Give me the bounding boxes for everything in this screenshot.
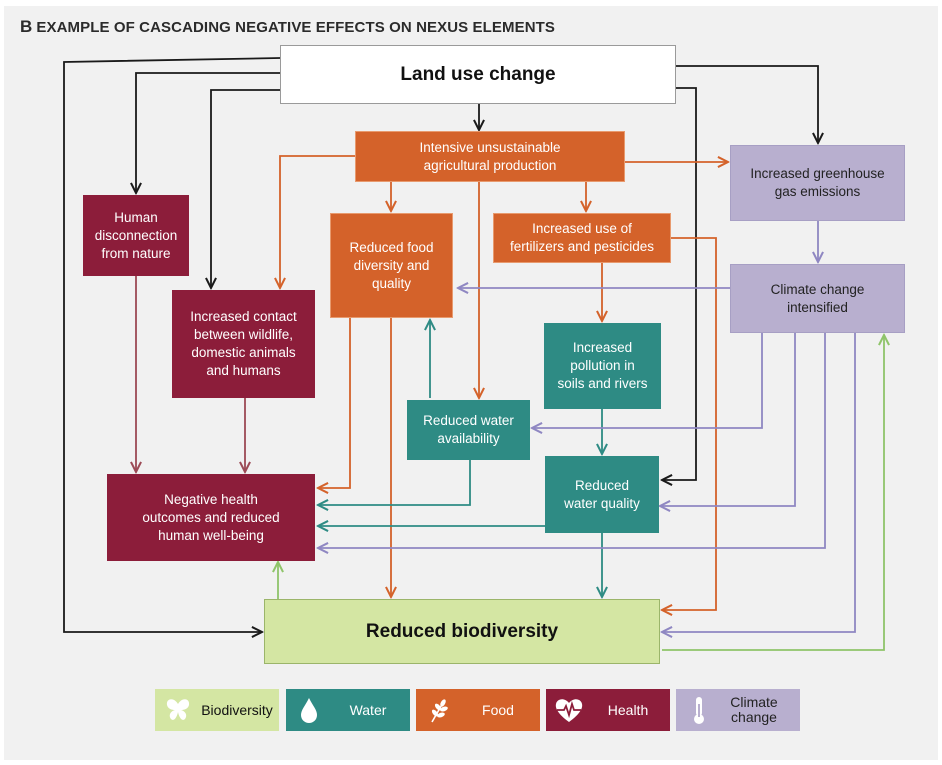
legend-item-food: Food xyxy=(416,689,540,731)
contact-line-4: and humans xyxy=(206,363,281,378)
node-increased-pollution: Increased pollution in soils and rivers xyxy=(544,323,661,409)
node-land-use-change: Land use change xyxy=(280,45,676,104)
reduced-food-line-3: quality xyxy=(371,275,411,291)
node-reduced-water-quality: Reduced water quality xyxy=(545,456,659,533)
intensive-ag-line-1: Intensive unsustainable xyxy=(419,139,561,155)
thermometer-icon xyxy=(682,693,716,727)
arrow-food-to-health xyxy=(318,318,351,488)
arrow-climate-to-water-availability xyxy=(532,333,763,428)
pollution-line-2: pollution in xyxy=(570,358,635,373)
human-disconnection-line-2: disconnection xyxy=(94,227,178,243)
climate-change-line-2: intensified xyxy=(787,299,848,315)
arrow-land-to-contact xyxy=(211,89,280,288)
contact-line-3: domestic animals xyxy=(191,345,296,360)
butterfly-icon xyxy=(161,693,195,727)
node-reduced-biodiversity-label: Reduced biodiversity xyxy=(365,620,559,642)
water-availability-line-1: Reduced water xyxy=(423,413,514,428)
arrow-climate-to-biodiversity xyxy=(662,333,856,632)
legend-item-water: Water xyxy=(286,689,410,731)
legend-item-climate-change: Climate change xyxy=(676,689,800,731)
node-land-use-change-label: Land use change xyxy=(400,63,556,85)
arrow-land-to-water-quality xyxy=(662,87,697,480)
legend-item-biodiversity: Biodiversity xyxy=(155,689,279,731)
greenhouse-line-1: Increased greenhouse xyxy=(750,166,885,181)
legend-label-climate-change-text: Climate change xyxy=(730,694,778,725)
legend-label-health: Health xyxy=(607,701,649,718)
node-climate-change-intensified: Climate change intensified xyxy=(730,264,905,333)
arrow-biodiversity-to-climate xyxy=(662,335,884,651)
arrow-land-to-biodiversity xyxy=(63,57,281,632)
node-human-disconnection: Human disconnection from nature xyxy=(83,195,189,276)
arrow-climate-to-health xyxy=(318,333,826,548)
contact-line-1: Increased contact xyxy=(190,309,297,324)
negative-health-line-2: outcomes and reduced xyxy=(142,509,280,525)
water-quality-line-2: water quality xyxy=(564,495,640,511)
legend-label-water: Water xyxy=(349,701,387,718)
node-greenhouse-emissions: Increased greenhouse gas emissions xyxy=(730,145,905,221)
climate-change-line-1: Climate change xyxy=(770,281,865,297)
node-reduced-water-availability: Reduced water availability xyxy=(407,400,530,460)
panel-letter: B xyxy=(20,17,33,36)
legend-label-food: Food xyxy=(482,701,514,718)
fertilizers-line-1: Increased use of xyxy=(532,221,632,236)
water-drop-icon xyxy=(292,693,326,727)
negative-health-line-1: Negative health xyxy=(164,491,258,507)
pollution-line-3: soils and rivers xyxy=(557,376,648,391)
water-quality-line-1: Reduced xyxy=(574,477,630,493)
wheat-icon xyxy=(422,693,456,727)
arrow-ag-to-contact xyxy=(280,155,356,288)
greenhouse-line-2: gas emissions xyxy=(774,184,861,199)
arrow-fertilizers-to-biodiversity xyxy=(662,237,717,610)
contact-line-2: between wildlife, xyxy=(193,327,294,342)
legend-label-climate-change: Climate change xyxy=(716,695,800,725)
node-increased-contact: Increased contact between wildlife, domest… xyxy=(172,290,315,398)
human-disconnection-line-3: from nature xyxy=(101,245,171,261)
intensive-ag-line-2: agricultural production xyxy=(423,157,557,173)
human-disconnection-line-1: Human xyxy=(114,209,158,225)
arrow-land-to-greenhouse xyxy=(676,65,818,143)
figure-title-text: EXAMPLE OF CASCADING NEGATIVE EFFECTS ON… xyxy=(36,19,555,36)
node-reduced-biodiversity: Reduced biodiversity xyxy=(264,599,660,664)
arrow-climate-to-water-quality xyxy=(660,333,796,506)
reduced-food-line-2: diversity and xyxy=(353,257,430,273)
fertilizers-line-2: fertilizers and pesticides xyxy=(509,239,655,254)
pollution-line-1: Increased xyxy=(572,340,633,355)
node-intensive-agriculture: Intensive unsustainable agricultural prod… xyxy=(355,131,625,182)
legend-item-health: Health xyxy=(546,689,670,731)
heart-pulse-icon xyxy=(552,693,586,727)
water-availability-line-2: availability xyxy=(437,431,500,446)
arrow-water-availability-to-health xyxy=(318,460,471,505)
node-negative-health-outcomes: Negative health outcomes and reduced human… xyxy=(107,474,315,561)
negative-health-line-3: human well-being xyxy=(158,527,264,543)
node-reduced-food-diversity: Reduced food diversity and quality xyxy=(330,213,453,318)
legend-label-biodiversity: Biodiversity xyxy=(201,701,273,718)
arrow-land-to-human-disconnection xyxy=(136,72,280,193)
node-fertilizers-pesticides: Increased use of fertilizers and pesticid… xyxy=(493,213,671,263)
reduced-food-line-1: Reduced food xyxy=(349,239,434,255)
